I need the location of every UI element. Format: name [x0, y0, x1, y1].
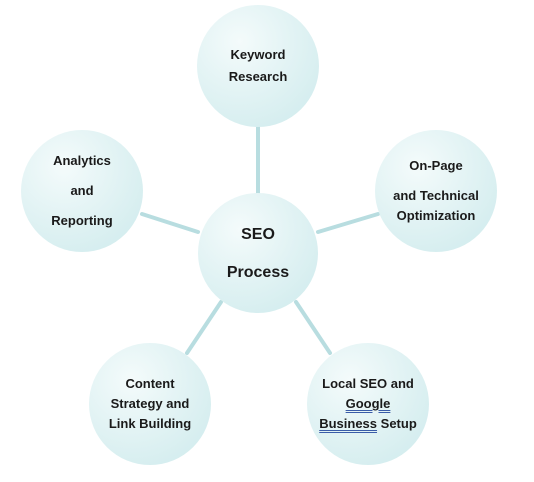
content-label-line2: Strategy and [110, 396, 190, 411]
onpage-label-line1: On-Page [409, 158, 463, 173]
keyword-label-line2: Research [228, 69, 288, 84]
local-label-line2: Google [345, 396, 391, 411]
connector-onpage [316, 212, 380, 234]
node-onpage-optimization: On-Page and Technical Optimization [375, 130, 497, 252]
local-label-line3: Business Setup [319, 414, 417, 434]
connector-analytics [140, 212, 200, 234]
center-node-seo-process: SEO Process [198, 193, 318, 313]
local-label-setup: Setup [377, 416, 417, 431]
node-keyword-research: Keyword Research [197, 5, 319, 127]
analytics-label-line1: Analytics [53, 153, 111, 168]
node-local-seo-google-business: Local SEO and Google Business Setup [307, 343, 429, 465]
analytics-label-line3: Reporting [51, 213, 113, 228]
node-analytics-reporting: Analytics and Reporting [21, 130, 143, 252]
center-label-line2: Process [226, 263, 290, 281]
node-content-link-building: Content Strategy and Link Building [89, 343, 211, 465]
onpage-label-line2: and Technical [393, 188, 479, 203]
connector-content [185, 300, 223, 355]
onpage-label-line3: Optimization [396, 208, 476, 223]
keyword-label-line1: Keyword [230, 47, 286, 62]
content-label-line3: Link Building [108, 416, 192, 431]
local-label-line1: Local SEO and [322, 376, 414, 391]
connector-local [294, 300, 332, 355]
center-label-line1: SEO [241, 225, 275, 243]
local-label-business: Business [319, 416, 378, 431]
content-label-line1: Content [125, 376, 175, 391]
analytics-label-line2: and [70, 183, 94, 198]
